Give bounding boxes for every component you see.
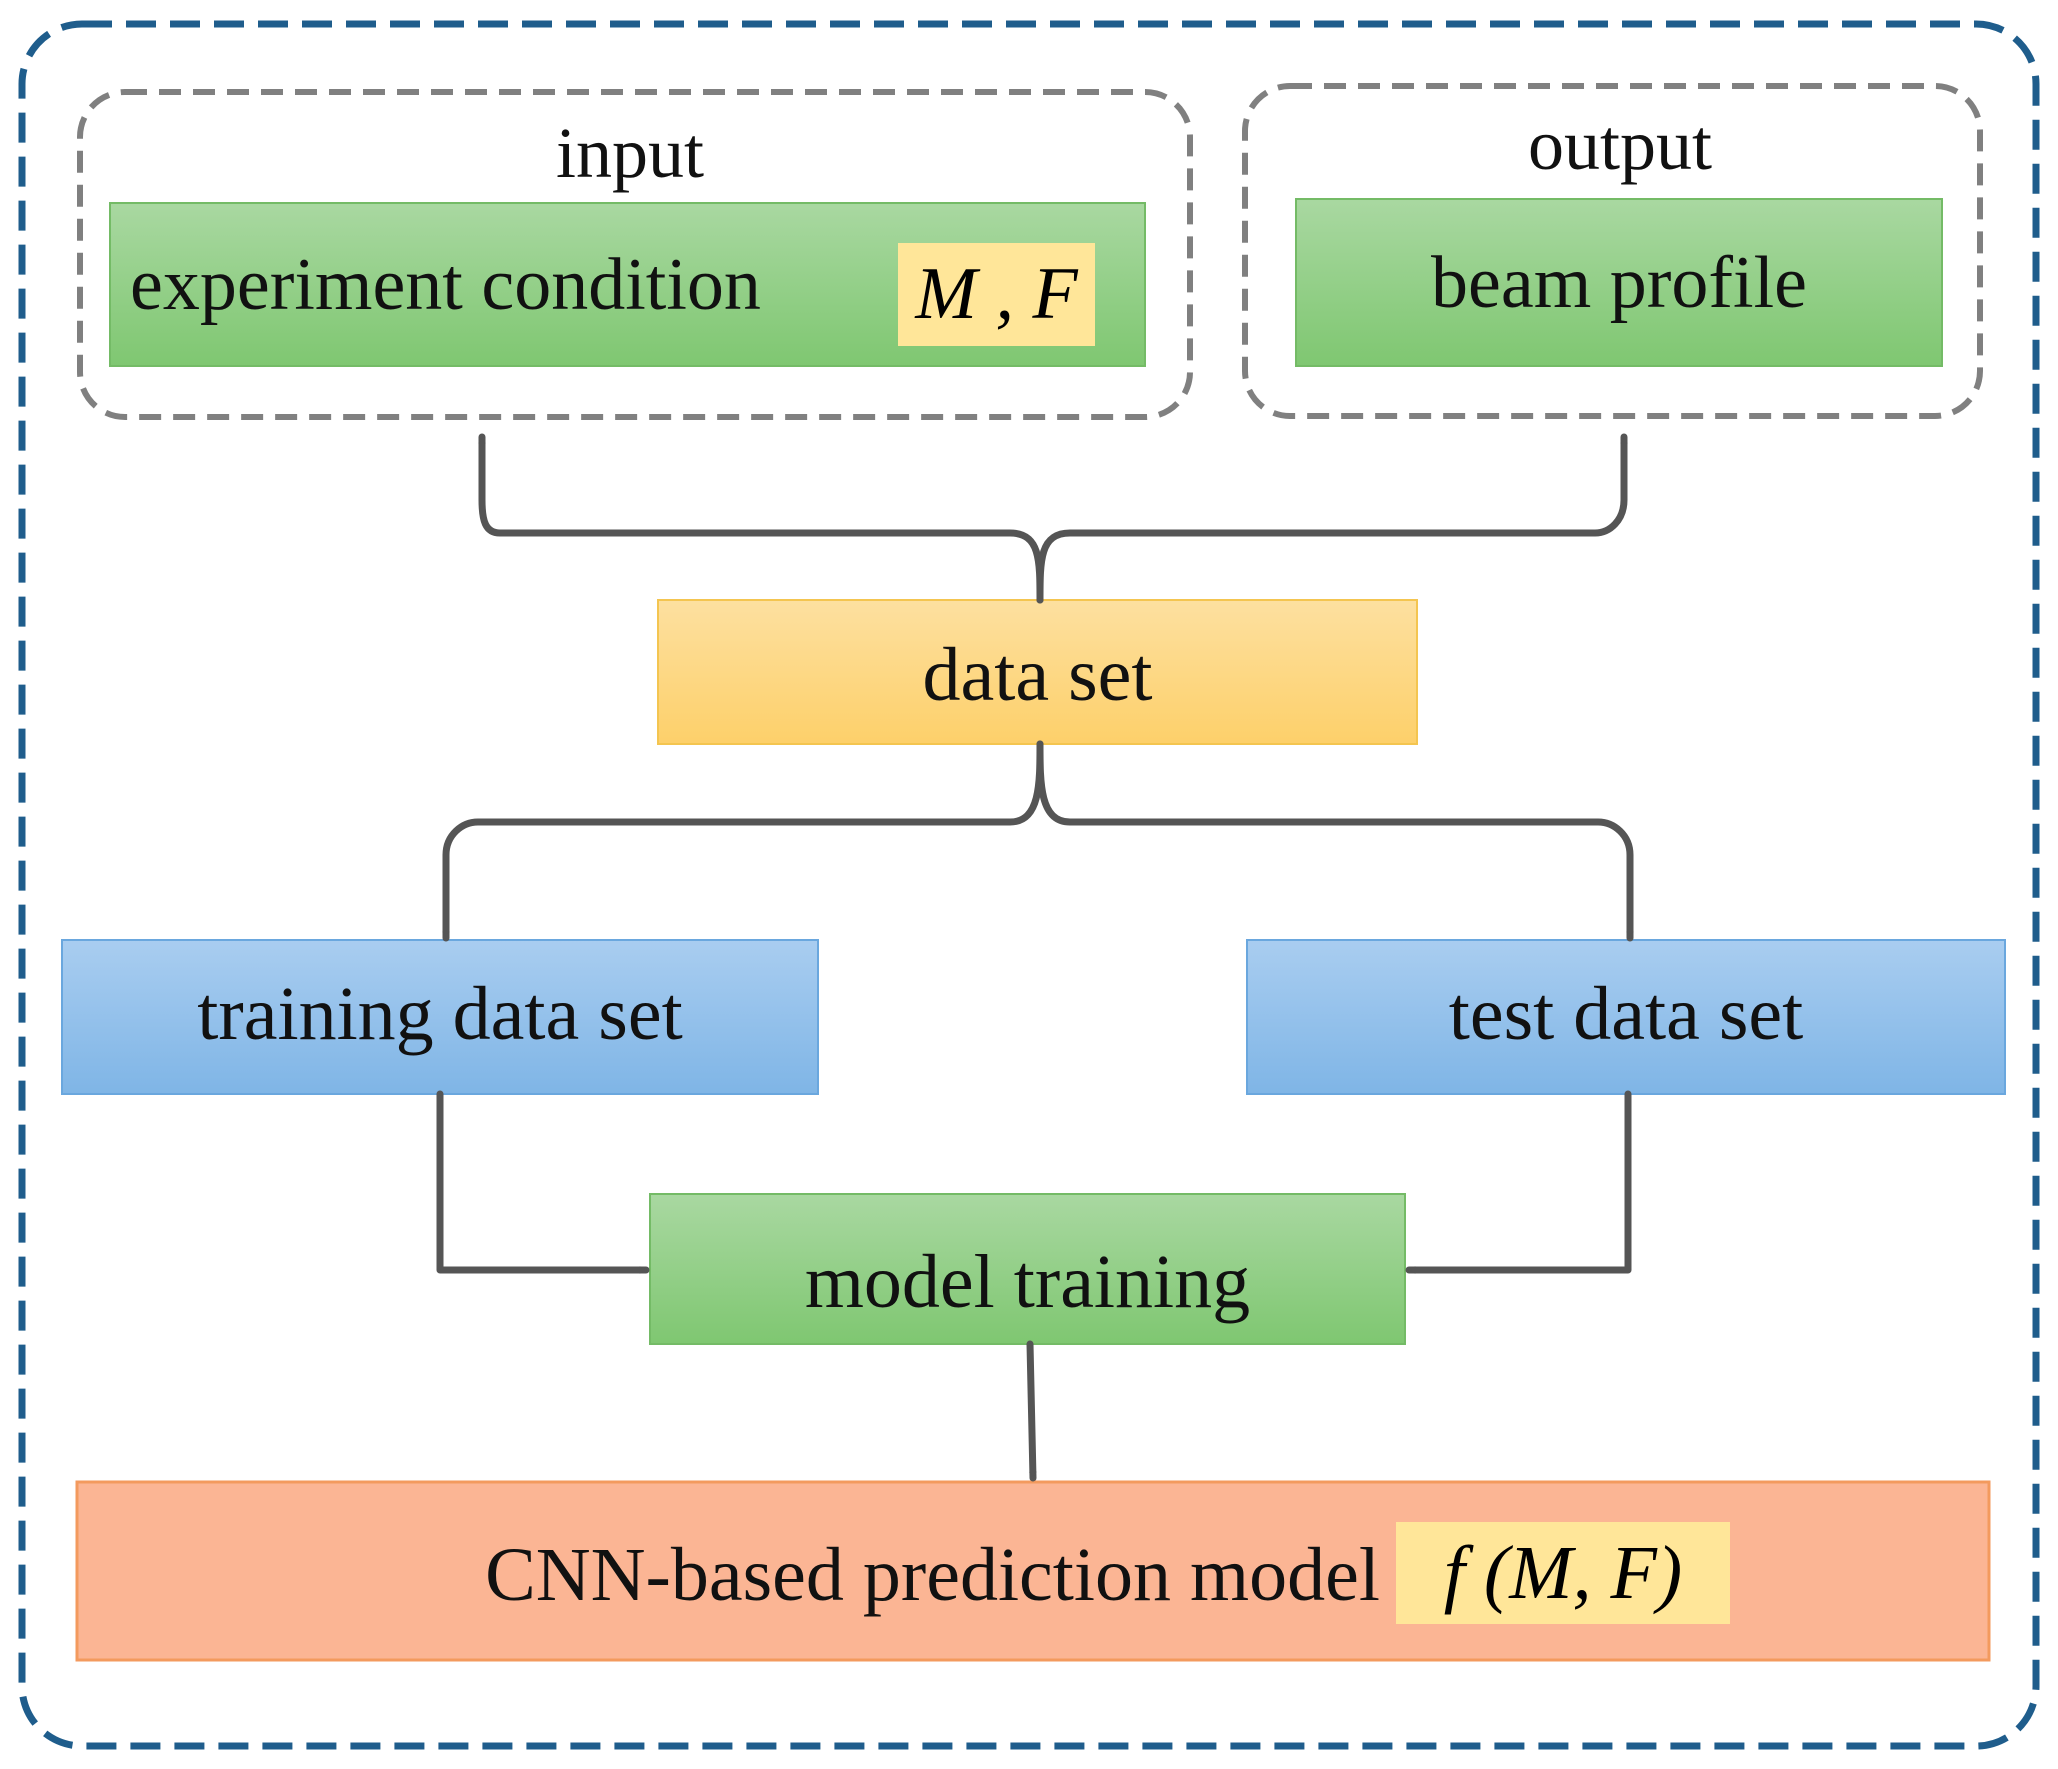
training-data-set-label: training data set	[197, 972, 683, 1056]
output-group-frame	[1242, 83, 1983, 419]
arrow-test-to-model	[1405, 1090, 1632, 1270]
experiment-condition-label: experiment condition	[130, 244, 761, 326]
arrow-dataset-to-input	[482, 433, 1044, 604]
beam-profile-box	[1295, 198, 1943, 367]
cnn-model-label: CNN-based prediction model	[485, 1533, 1380, 1617]
arrow-dataset-to-training	[446, 740, 1044, 942]
experiment-vars-highlight: M , F	[898, 243, 1095, 346]
arrow-training-to-model	[436, 1090, 650, 1270]
training-data-set-box	[61, 939, 819, 1095]
test-data-set-label: test data set	[1448, 972, 1804, 1056]
data-set-box	[657, 599, 1418, 745]
model-training-box	[649, 1193, 1406, 1345]
input-group-frame	[77, 89, 1193, 420]
input-group-title: input	[555, 113, 704, 193]
model-training-label: model training	[804, 1240, 1251, 1324]
beam-profile-label: beam profile	[1431, 242, 1807, 324]
arrow-model-to-cnn	[1026, 1340, 1033, 1482]
data-set-label: data set	[922, 633, 1153, 717]
outer-dashed-frame	[18, 20, 2040, 1750]
arrow-dataset-to-output	[1036, 433, 1624, 604]
cnn-function-label: f (M, F)	[1443, 1530, 1683, 1615]
arrow-dataset-to-test	[1036, 740, 1630, 942]
experiment-vars-label: M , F	[915, 253, 1078, 335]
cnn-function-highlight: f (M, F)	[1396, 1522, 1730, 1624]
test-data-set-box	[1246, 939, 2006, 1095]
output-group-title: output	[1527, 105, 1712, 185]
